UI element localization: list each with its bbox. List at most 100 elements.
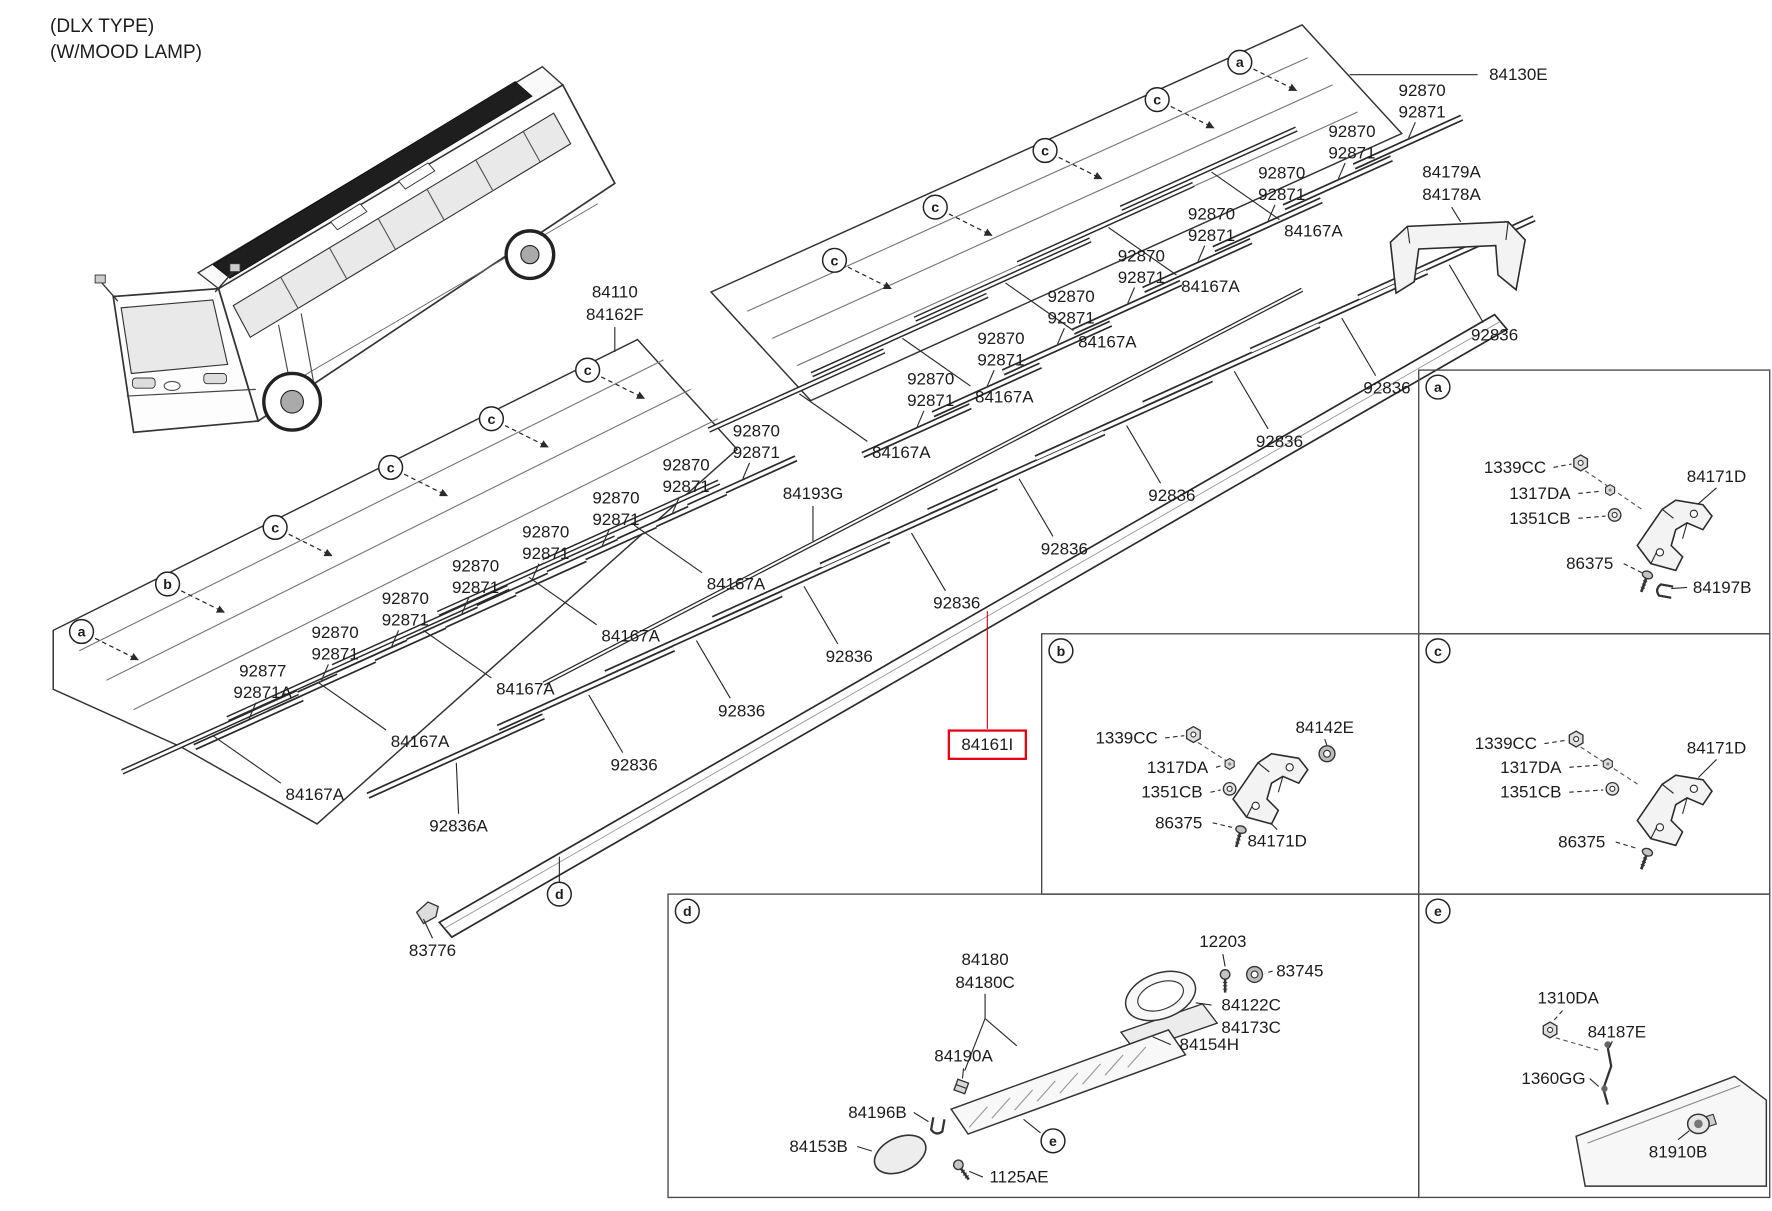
flange-nut-icon: [1224, 757, 1235, 770]
part-label-92870: 92870: [663, 456, 710, 475]
part-label-86375: 86375: [1155, 813, 1202, 832]
callout-circle-c: [262, 514, 288, 541]
flange-nut-icon: [1602, 757, 1613, 770]
clip-icon: [929, 1116, 946, 1136]
section-letter-circle-d: [674, 898, 700, 924]
leader-92871: [916, 410, 925, 427]
callout-letter-b: b: [163, 576, 172, 592]
section-letter-circle-b: [1048, 638, 1074, 664]
part-label-84171D: 84171D: [1687, 467, 1746, 486]
part-label-1351CB: 1351CB: [1500, 783, 1561, 802]
leader-1351CB: [1578, 515, 1606, 519]
part-label-1351CB: 1351CB: [1141, 783, 1202, 802]
leader-92871: [1267, 204, 1276, 221]
main-garnish-strip-84161i: [438, 313, 1509, 939]
callout-letter-c: c: [584, 362, 592, 378]
callout-arrow-c: [1170, 105, 1215, 129]
washer-icon: [1222, 781, 1237, 796]
leader-84167A: [317, 681, 387, 731]
left-panel-outline-84110: [52, 338, 739, 825]
part-label-84122C: 84122C: [1221, 996, 1280, 1015]
rod-84187e: [1602, 1047, 1613, 1105]
part-label-84171D: 84171D: [1247, 831, 1306, 850]
part-label-92836: 92836: [1471, 326, 1518, 345]
leader-84196B: [913, 1112, 929, 1123]
part-label-84130E: 84130E: [1489, 65, 1548, 84]
leader-84197B: [1671, 586, 1688, 590]
part-label-84196B: 84196B: [848, 1103, 907, 1122]
leader-83745: [1264, 970, 1273, 974]
part-label-1351CB: 1351CB: [1509, 509, 1570, 528]
label-fork-lines: [964, 993, 1018, 1071]
leader-84167A: [799, 393, 868, 442]
leader-92836: [1126, 425, 1162, 484]
callout-leader-e: [1023, 1118, 1041, 1134]
part-label-84179A: 84179A: [1422, 163, 1481, 182]
section-box-e: [1418, 893, 1771, 1199]
part-label-84187E: 84187E: [1588, 1023, 1647, 1042]
leader-1339CC: [1553, 463, 1572, 468]
part-label-92871: 92871: [663, 477, 710, 496]
callout-arrow-a: [94, 637, 139, 661]
part-label-92871: 92871: [1118, 268, 1165, 287]
part-label-92877: 92877: [239, 662, 286, 681]
leader-84187E: [1608, 1040, 1613, 1049]
leader-92836: [803, 585, 839, 645]
part-label-1125AE: 1125AE: [989, 1168, 1048, 1187]
corner-panel-group: [1575, 1041, 1768, 1187]
square-clip-icon: [953, 1078, 970, 1095]
hex-nut-icon: [1573, 454, 1589, 472]
leader-1125AE: [969, 1170, 984, 1178]
leader-1351CB: [1210, 789, 1221, 793]
part-label-92870: 92870: [382, 589, 429, 608]
diagram-type-line2: (W/MOOD LAMP): [50, 42, 202, 63]
leader-83776: [422, 918, 434, 939]
bracket-icon-section-a: [1636, 499, 1713, 572]
part-label-92836: 92836: [610, 756, 657, 775]
washer-icon: [1607, 508, 1622, 522]
part-label-84167A: 84167A: [601, 627, 660, 646]
washer-icon: [1605, 781, 1620, 796]
leader-86375: [1212, 822, 1233, 828]
part-label-92871: 92871: [1188, 226, 1235, 245]
leader-1317DA: [1569, 764, 1599, 768]
part-label-92870: 92870: [1048, 287, 1095, 306]
leader-86375: [1615, 841, 1639, 850]
part-label-92870: 92870: [1188, 204, 1235, 223]
part-label-92836: 92836: [1363, 379, 1410, 398]
part-label-92870: 92870: [522, 522, 569, 541]
part-label-83776: 83776: [409, 941, 456, 960]
part-label-83745: 83745: [1276, 962, 1323, 981]
part-label-1360GG: 1360GG: [1521, 1069, 1585, 1088]
clip-83776: [415, 901, 439, 925]
leader-84167A: [633, 524, 703, 574]
callout-letter-c: c: [271, 519, 279, 535]
leader-92871: [1408, 122, 1416, 139]
callout-arrow-b: [180, 590, 225, 613]
part-label-92871: 92871: [1048, 309, 1095, 328]
part-label-92870: 92870: [1118, 246, 1165, 265]
part-label-81910B: 81910B: [1649, 1143, 1708, 1162]
leader-84167A: [423, 629, 492, 679]
section-letter-circle-c: [1425, 638, 1451, 664]
leader-12203: [1222, 953, 1226, 967]
callout-circle-b: [154, 571, 181, 597]
callout-letter-c: c: [487, 411, 495, 427]
part-label-92871: 92871: [733, 443, 780, 462]
bracket-icon-section-b: [1232, 752, 1309, 825]
leader-92871: [461, 597, 470, 614]
leader-84122C: [1195, 1002, 1212, 1006]
callout-letter-a: a: [1236, 54, 1244, 70]
callout-letter-e: e: [1049, 1133, 1057, 1149]
rail-84193g: [542, 287, 1304, 686]
part-label-92871: 92871: [977, 350, 1024, 369]
callout-circle-e: [1040, 1128, 1066, 1154]
callout-circle-c: [1144, 86, 1170, 113]
lens-strips-92836: [366, 215, 1536, 799]
part-label-84180C: 84180C: [955, 973, 1014, 992]
leader-92871: [986, 369, 995, 387]
part-label-1310DA: 1310DA: [1538, 989, 1600, 1008]
callout-arrow-a: [1253, 68, 1298, 92]
